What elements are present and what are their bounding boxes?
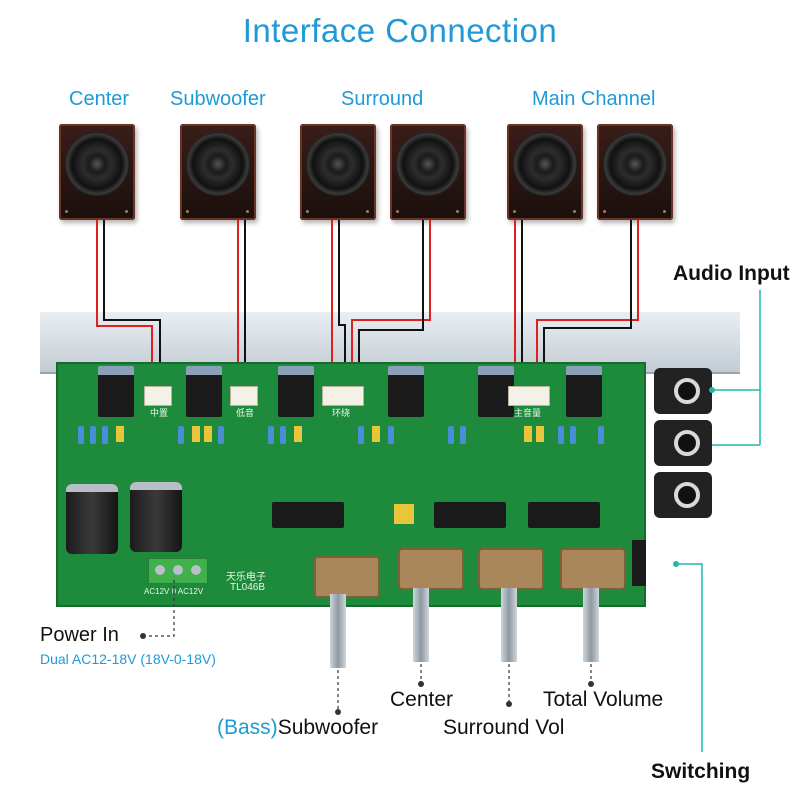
label-knob-total-volume: Total Volume bbox=[543, 688, 664, 711]
knob-center[interactable] bbox=[413, 588, 429, 662]
label-power-in: Power In bbox=[40, 624, 119, 646]
speaker-surround-left bbox=[300, 124, 376, 220]
pot-surround bbox=[478, 548, 544, 590]
transistor bbox=[98, 366, 134, 417]
filter-capacitor bbox=[66, 484, 118, 554]
transistor bbox=[566, 366, 602, 417]
speaker-cone-icon bbox=[603, 132, 667, 196]
transistor bbox=[278, 366, 314, 417]
pot-center bbox=[398, 548, 464, 590]
knob-total-volume[interactable] bbox=[583, 588, 599, 662]
speaker-cone-icon bbox=[396, 132, 460, 196]
ic-chip bbox=[528, 502, 600, 528]
speaker-cone-icon bbox=[65, 132, 129, 196]
speaker-cone-icon bbox=[186, 132, 250, 196]
speaker-center bbox=[59, 124, 135, 220]
label-subwoofer-text: Subwoofer bbox=[277, 716, 379, 739]
pot-subwoofer bbox=[314, 556, 380, 598]
silk-surround: 环绕 bbox=[332, 408, 351, 418]
knob-subwoofer[interactable] bbox=[330, 594, 346, 668]
label-bass-prefix: (Bass) bbox=[217, 716, 278, 739]
ic-chip bbox=[272, 502, 344, 528]
speaker-surround-right bbox=[390, 124, 466, 220]
label-knob-center: Center bbox=[390, 688, 454, 711]
mode-switch[interactable] bbox=[632, 540, 646, 586]
label-switching: Switching bbox=[651, 760, 751, 783]
rca-input-2[interactable] bbox=[654, 420, 712, 466]
connector-main bbox=[508, 386, 550, 406]
page-title: Interface Connection bbox=[242, 12, 558, 49]
speaker-main-left bbox=[507, 124, 583, 220]
speaker-cone-icon bbox=[513, 132, 577, 196]
silk-center: 中置 bbox=[150, 408, 169, 418]
label-center-speaker: Center bbox=[69, 88, 130, 110]
pcb-brand: 天乐电子 bbox=[226, 572, 266, 583]
pcb-model: TL046B bbox=[230, 582, 266, 593]
ic-chip bbox=[434, 502, 506, 528]
label-knob-subwoofer: (Bass)Subwoofer bbox=[217, 716, 378, 740]
label-knob-surround-vol: Surround Vol bbox=[443, 716, 565, 739]
speaker-subwoofer bbox=[180, 124, 256, 220]
speaker-main-right bbox=[597, 124, 673, 220]
silk-bass: 低音 bbox=[236, 408, 255, 418]
knob-surround[interactable] bbox=[501, 588, 517, 662]
power-terminal[interactable] bbox=[148, 558, 208, 584]
power-terminal-label: AC12V 0 AC12V bbox=[144, 587, 204, 596]
filter-capacitor bbox=[130, 482, 182, 552]
connector-center bbox=[144, 386, 172, 406]
rca-input-1[interactable] bbox=[654, 368, 712, 414]
label-main-channel-speakers: Main Channel bbox=[532, 88, 656, 110]
speaker-cone-icon bbox=[306, 132, 370, 196]
label-power-spec: Dual AC12-18V (18V-0-18V) bbox=[40, 651, 216, 667]
label-subwoofer-speaker: Subwoofer bbox=[170, 88, 266, 110]
connector-surround bbox=[322, 386, 364, 406]
transistor bbox=[186, 366, 222, 417]
label-audio-input: Audio Input bbox=[673, 262, 790, 285]
connector-subwoofer bbox=[230, 386, 258, 406]
rca-input-3[interactable] bbox=[654, 472, 712, 518]
label-surround-speakers: Surround bbox=[341, 88, 424, 110]
silk-main: 主音量 bbox=[514, 408, 542, 418]
transistor bbox=[388, 366, 424, 417]
